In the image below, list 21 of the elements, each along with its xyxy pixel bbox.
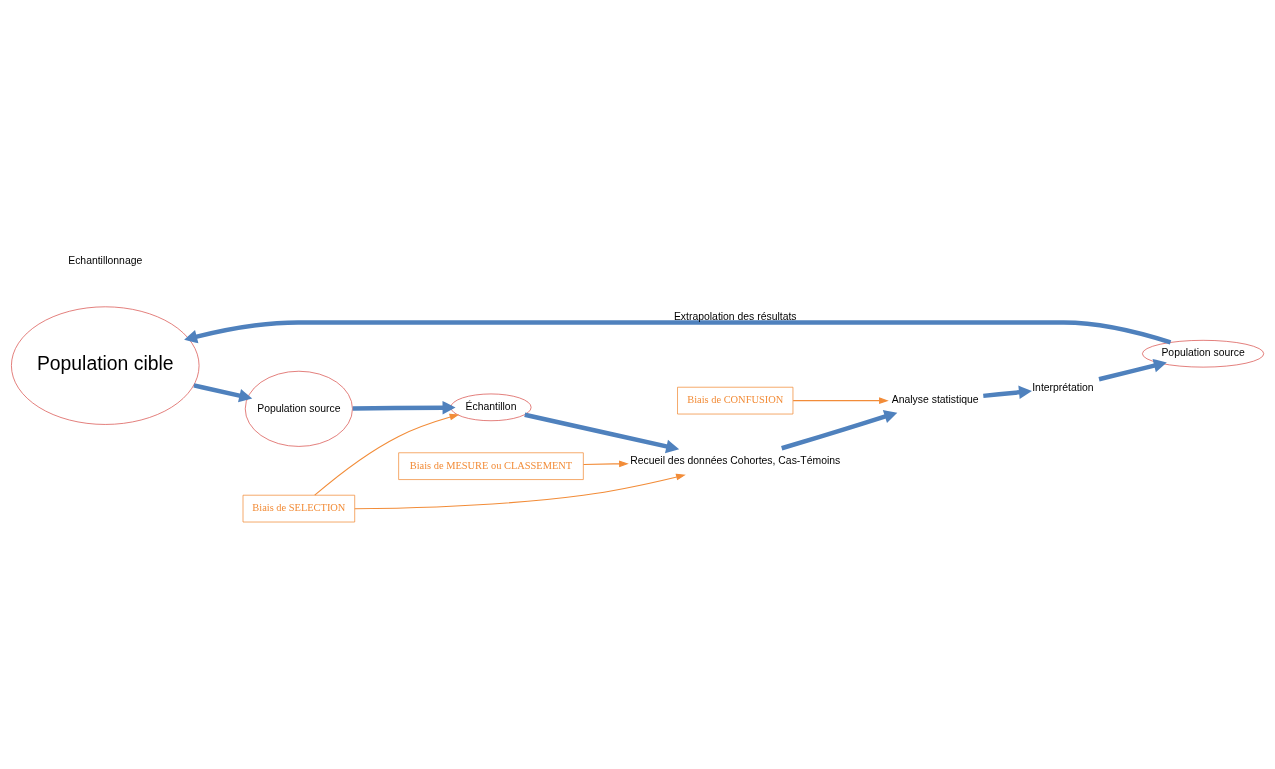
label: Echantillonnage xyxy=(68,254,143,266)
node-ellipse: Population source xyxy=(244,370,353,447)
arrow xyxy=(352,400,456,415)
node-box: Biais de MESURE ou CLASSEMENT xyxy=(398,451,584,480)
node-text: Recueil des données Cohortes, Cas-Témoins xyxy=(630,454,841,466)
edge-label: Extrapolation des résultats xyxy=(673,310,797,322)
node-text: Analyse statistique xyxy=(891,393,979,405)
arrow xyxy=(1098,358,1167,381)
arrow xyxy=(781,409,898,450)
arrow xyxy=(314,413,460,496)
arrow xyxy=(354,473,686,509)
arrow xyxy=(792,396,889,404)
node-text: Interprétation xyxy=(1032,381,1094,393)
node-box: Biais de CONFUSION xyxy=(677,386,794,414)
arrow xyxy=(524,412,680,453)
arrow xyxy=(184,319,1172,344)
node-ellipse: Population source xyxy=(1142,339,1265,367)
arrow xyxy=(983,385,1032,399)
arrow xyxy=(582,459,629,467)
node-box: Biais de SELECTION xyxy=(242,494,356,522)
arrow xyxy=(193,382,253,402)
